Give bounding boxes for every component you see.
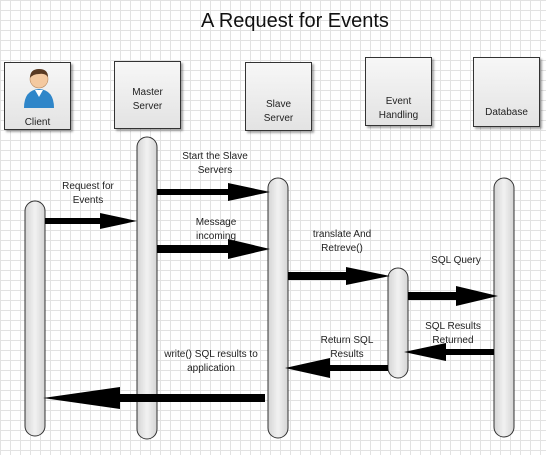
lifeline-database — [493, 177, 515, 438]
arrow-return-sql-results — [285, 358, 388, 378]
message-label: Message incoming — [195, 217, 237, 242]
arrow-sql-results-returned — [404, 343, 494, 361]
lifeline-master — [136, 136, 158, 440]
participant-label: Database — [485, 107, 528, 118]
participant-client: Client — [4, 62, 71, 130]
message-label: Return SQL Results — [320, 335, 374, 360]
arrow-translate-and-retreve — [288, 267, 390, 285]
arrow-request-for-events — [45, 213, 137, 229]
arrow-sql-query — [408, 286, 498, 306]
participant-master-server: Master Server — [114, 61, 181, 129]
message-label: Request for Events — [62, 181, 114, 206]
user-icon — [24, 69, 54, 108]
participant-database: Database — [473, 57, 540, 127]
participant-label: Event Handling — [378, 96, 419, 121]
message-label: translate And Retreve() — [312, 229, 372, 254]
participant-label: Slave Server — [263, 99, 294, 124]
participant-label: Client — [24, 117, 51, 128]
message-label: Start the Slave Servers — [182, 151, 248, 176]
participant-label: Master Server — [132, 87, 163, 112]
lifeline-client — [24, 200, 46, 437]
arrow-write-sql-results — [43, 387, 265, 409]
participant-event-handling: Event Handling — [365, 57, 432, 126]
diagram-title: A Request for Events — [201, 10, 389, 32]
message-label: SQL Results Returned — [425, 321, 481, 346]
message-label: write() SQL results to application — [164, 349, 258, 374]
lifeline-slave — [267, 177, 289, 439]
message-label: SQL Query — [431, 255, 481, 266]
arrow-message-incoming — [157, 239, 270, 259]
participant-slave-server: Slave Server — [245, 62, 312, 131]
arrow-start-slave-servers — [157, 183, 270, 201]
lifeline-event — [387, 267, 409, 379]
